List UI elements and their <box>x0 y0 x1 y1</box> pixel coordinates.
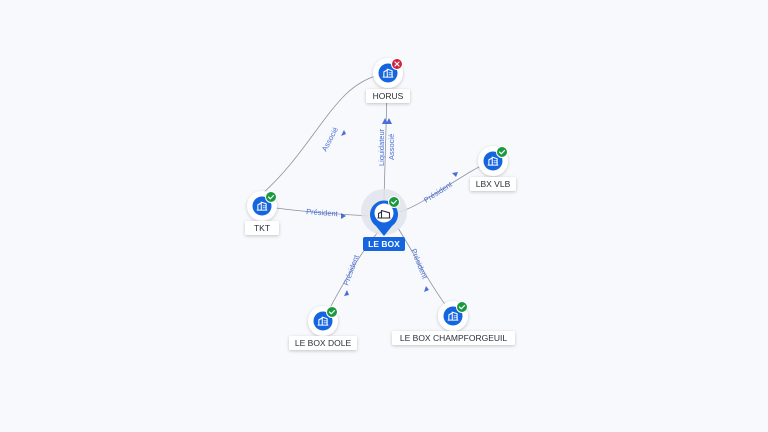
active-status-icon <box>326 306 338 318</box>
node-label-leboxdole: LE BOX DOLE <box>295 338 352 348</box>
edge-label-associe: Associé <box>320 126 340 153</box>
active-status-icon <box>388 196 400 208</box>
node-label-horus: HORUS <box>373 91 404 101</box>
node-horus[interactable]: HORUS <box>366 58 410 103</box>
node-leboxdole[interactable]: LE BOX DOLE <box>289 306 357 350</box>
edge-label-associe-2: Associé <box>387 134 396 160</box>
node-tkt[interactable]: TKT <box>245 191 279 235</box>
node-label-lbxvlb: LBX VLB <box>476 179 511 189</box>
edge-label-president-3: Président <box>341 253 361 287</box>
node-leboxchamp[interactable]: LE BOX CHAMPFORGEUIL <box>392 301 515 345</box>
active-status-icon <box>456 301 468 313</box>
node-label-tkt: TKT <box>254 223 270 233</box>
node-lebox[interactable]: LE BOX <box>361 189 407 251</box>
edge-label-president: Président <box>422 179 454 204</box>
edge-label-liquidateur: Liquidateur <box>377 128 386 166</box>
edge-lebox-leboxchamp[interactable]: Président <box>397 227 453 315</box>
edge-lebox-horus[interactable]: Liquidateur Associé <box>377 91 396 201</box>
node-lbxvlb[interactable]: LBX VLB <box>470 146 516 191</box>
edge-label-president-4: Président <box>409 247 430 281</box>
edge-tkt-lebox[interactable]: Président <box>261 205 369 219</box>
active-status-icon <box>496 146 508 158</box>
node-label-lebox: LE BOX <box>368 239 400 249</box>
building-icon <box>377 209 391 219</box>
node-label-leboxchamp: LE BOX CHAMPFORGEUIL <box>400 333 507 343</box>
active-status-icon <box>265 191 277 203</box>
edge-label-president-2: Président <box>306 207 339 218</box>
